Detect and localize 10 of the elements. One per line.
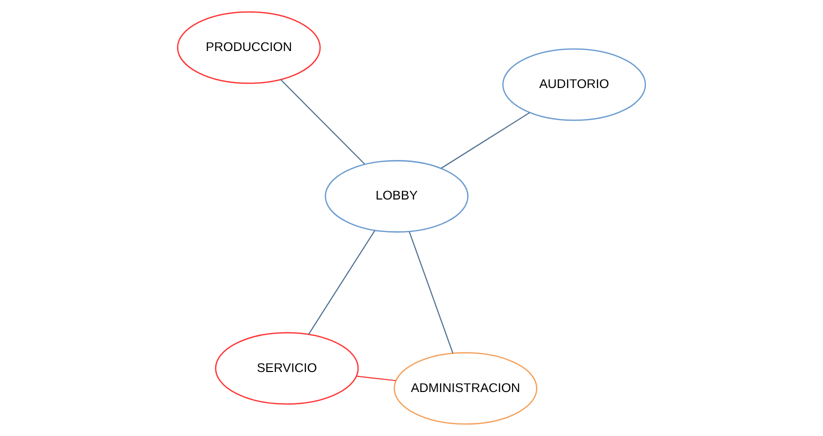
node-ellipse: ADMINISTRACION: [394, 352, 538, 425]
connector: [408, 231, 454, 354]
connector: [440, 112, 530, 169]
node-ellipse: AUDITORIO: [502, 48, 646, 121]
node-ellipse: PRODUCCION: [176, 11, 321, 84]
node-ellipse: LOBBY: [324, 160, 469, 233]
connector: [280, 79, 365, 164]
connector: [308, 230, 376, 335]
connector: [356, 376, 396, 382]
node-ellipse: SERVICIO: [215, 332, 359, 405]
